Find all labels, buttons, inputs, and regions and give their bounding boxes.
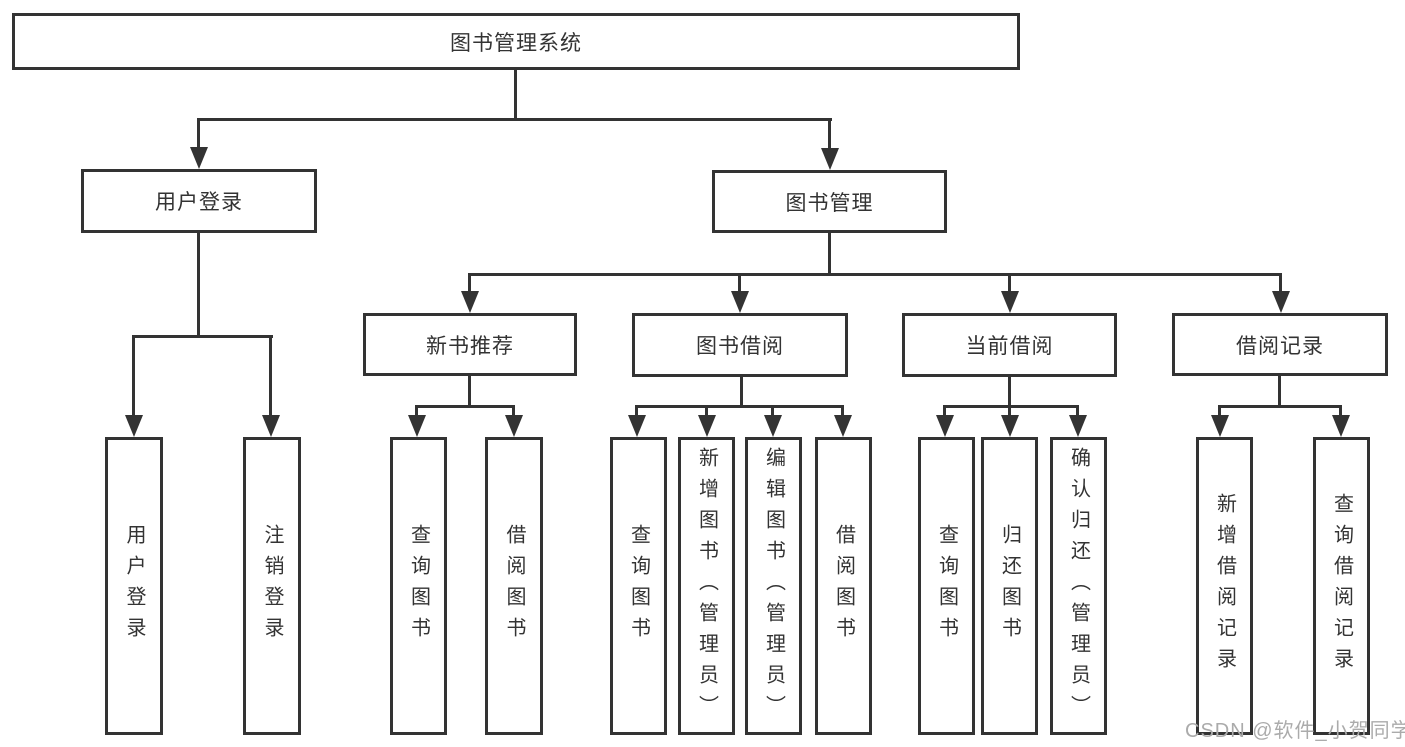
connector-vline	[1218, 405, 1221, 420]
arrowhead-down-icon	[731, 291, 749, 313]
leaf-current-return-book-label: 归还图书	[998, 524, 1021, 648]
connector-vline	[197, 118, 200, 150]
leaf-borrow-query-book-label: 查询图书	[627, 524, 650, 648]
node-book-borrow: 图书借阅	[632, 313, 848, 377]
connector-vline	[468, 273, 471, 295]
connector-vline	[1008, 273, 1011, 295]
connector-vline	[514, 70, 517, 120]
connector-vline	[841, 405, 844, 420]
connector-hline	[636, 405, 844, 408]
node-root: 图书管理系统	[12, 13, 1020, 70]
leaf-newrec-query-book: 查询图书	[390, 437, 447, 735]
leaf-logout: 注销登录	[243, 437, 301, 735]
connector-hline	[197, 118, 832, 121]
node-book-borrow-label: 图书借阅	[696, 335, 784, 358]
connector-vline	[635, 405, 638, 420]
connector-hline	[133, 335, 273, 338]
arrowhead-down-icon	[1069, 415, 1087, 437]
arrowhead-down-icon	[628, 415, 646, 437]
node-user-login: 用户登录	[81, 169, 317, 233]
connector-vline	[828, 118, 831, 150]
arrowhead-down-icon	[1001, 415, 1019, 437]
arrowhead-down-icon	[834, 415, 852, 437]
connector-vline	[738, 273, 741, 295]
connector-hline	[416, 405, 515, 408]
connector-vline	[468, 376, 471, 407]
node-new-book-rec-label: 新书推荐	[426, 334, 514, 358]
leaf-records-add-record-label: 新增借阅记录	[1213, 493, 1236, 679]
leaf-records-query-record: 查询借阅记录	[1313, 437, 1370, 735]
connector-vline	[771, 405, 774, 420]
leaf-borrow-edit-book-label: 编辑图书（管理员）	[762, 446, 785, 726]
leaf-borrow-add-book-label: 新增图书（管理员）	[695, 446, 718, 726]
node-current-borrow-label: 当前借阅	[965, 335, 1054, 358]
arrowhead-down-icon	[764, 415, 782, 437]
leaf-logout-label: 注销登录	[261, 524, 283, 648]
leaf-borrow-query-book: 查询图书	[610, 437, 667, 735]
connector-hline	[1219, 405, 1342, 408]
leaf-records-add-record: 新增借阅记录	[1196, 437, 1253, 735]
connector-hline	[944, 405, 1079, 408]
connector-vline	[828, 233, 831, 275]
leaf-current-return-book: 归还图书	[981, 437, 1038, 735]
arrowhead-down-icon	[1001, 291, 1019, 313]
node-borrow-records: 借阅记录	[1172, 313, 1388, 376]
connector-vline	[132, 335, 135, 417]
connector-vline	[705, 405, 708, 420]
watermark: CSDN @软件_小贺同学	[1185, 720, 1405, 742]
arrowhead-down-icon	[698, 415, 716, 437]
leaf-user-login-label: 用户登录	[123, 524, 145, 648]
leaf-current-query-book-label: 查询图书	[935, 524, 958, 648]
arrowhead-down-icon	[936, 415, 954, 437]
connector-vline	[1076, 405, 1079, 420]
arrowhead-down-icon	[125, 415, 143, 437]
leaf-records-query-record-label: 查询借阅记录	[1330, 493, 1353, 679]
connector-vline	[1008, 377, 1011, 407]
connector-vline	[1279, 273, 1282, 295]
connector-vline	[415, 405, 418, 420]
leaf-borrow-add-book: 新增图书（管理员）	[678, 437, 735, 735]
leaf-user-login: 用户登录	[105, 437, 163, 735]
leaf-borrow-borrow-book: 借阅图书	[815, 437, 872, 735]
node-book-mgmt-label: 图书管理	[785, 191, 874, 215]
connector-vline	[1278, 376, 1281, 407]
leaf-current-confirm-return: 确认归还（管理员）	[1050, 437, 1107, 735]
arrowhead-down-icon	[461, 291, 479, 313]
leaf-newrec-borrow-book: 借阅图书	[485, 437, 543, 735]
node-new-book-rec: 新书推荐	[363, 313, 577, 376]
connector-vline	[269, 335, 272, 417]
node-borrow-records-label: 借阅记录	[1236, 334, 1324, 358]
connector-vline	[943, 405, 946, 420]
node-book-mgmt: 图书管理	[712, 170, 947, 233]
leaf-newrec-borrow-book-label: 借阅图书	[503, 524, 525, 648]
arrowhead-down-icon	[1272, 291, 1290, 313]
arrowhead-down-icon	[505, 415, 523, 437]
arrowhead-down-icon	[1211, 415, 1229, 437]
arrowhead-down-icon	[190, 147, 208, 169]
arrowhead-down-icon	[821, 148, 839, 170]
leaf-newrec-query-book-label: 查询图书	[407, 524, 430, 648]
leaf-current-query-book: 查询图书	[918, 437, 975, 735]
leaf-borrow-edit-book: 编辑图书（管理员）	[745, 437, 802, 735]
connector-vline	[1008, 405, 1011, 420]
node-user-login-label: 用户登录	[155, 191, 243, 214]
arrowhead-down-icon	[408, 415, 426, 437]
leaf-current-confirm-return-label: 确认归还（管理员）	[1067, 446, 1090, 726]
connector-vline	[512, 405, 515, 420]
node-root-label: 图书管理系统	[450, 31, 582, 55]
arrowhead-down-icon	[1332, 415, 1350, 437]
connector-vline	[1339, 405, 1342, 420]
arrowhead-down-icon	[262, 415, 280, 437]
leaf-borrow-borrow-book-label: 借阅图书	[832, 524, 855, 648]
connector-vline	[740, 377, 743, 407]
connector-hline	[468, 273, 1282, 276]
node-current-borrow: 当前借阅	[902, 313, 1117, 377]
connector-vline	[197, 233, 200, 337]
